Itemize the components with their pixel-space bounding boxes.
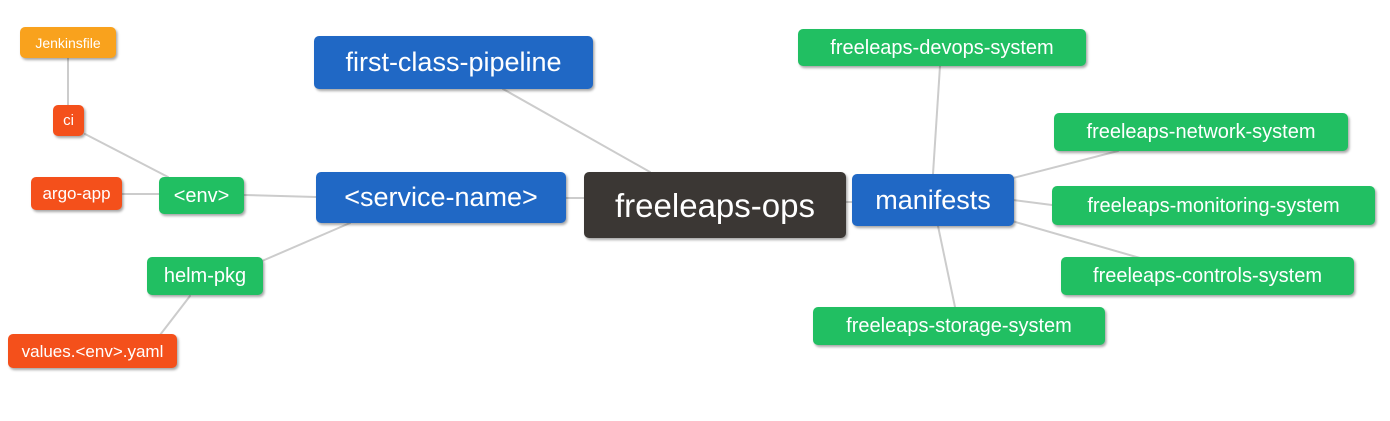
edge-env-service-name <box>243 194 317 198</box>
edge-first-class-pipeline-freeleaps-ops <box>502 88 651 173</box>
node-ci[interactable]: ci <box>53 105 84 136</box>
edge-helm-pkg-values-env-yaml <box>159 295 191 336</box>
node-freeleaps-ops[interactable]: freeleaps-ops <box>584 172 846 238</box>
node-monitoring-system[interactable]: freeleaps-monitoring-system <box>1052 186 1375 225</box>
edge-manifests-devops-system <box>932 65 941 175</box>
node-devops-system[interactable]: freeleaps-devops-system <box>798 29 1086 66</box>
node-storage-system[interactable]: freeleaps-storage-system <box>813 307 1105 345</box>
node-manifests[interactable]: manifests <box>852 174 1014 226</box>
edge-manifests-storage-system <box>937 225 956 308</box>
edge-manifests-network-system <box>1012 150 1119 179</box>
edge-manifests-controls-system <box>1011 220 1141 259</box>
node-helm-pkg[interactable]: helm-pkg <box>147 257 263 295</box>
node-argo-app[interactable]: argo-app <box>31 177 122 210</box>
node-controls-system[interactable]: freeleaps-controls-system <box>1061 257 1354 295</box>
node-values-env-yaml[interactable]: values.<env>.yaml <box>8 334 177 368</box>
edge-ci-env <box>84 133 169 178</box>
node-first-class-pipeline[interactable]: first-class-pipeline <box>314 36 593 89</box>
edge-manifests-monitoring-system <box>1012 199 1053 206</box>
edge-service-name-helm-pkg <box>261 222 351 262</box>
node-service-name[interactable]: <service-name> <box>316 172 566 223</box>
node-env[interactable]: <env> <box>159 177 244 214</box>
node-network-system[interactable]: freeleaps-network-system <box>1054 113 1348 151</box>
node-jenkinsfile[interactable]: Jenkinsfile <box>20 27 116 58</box>
